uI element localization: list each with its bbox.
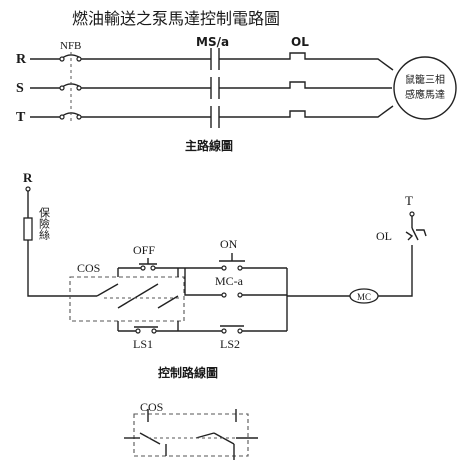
cos-detail-label: COS: [140, 400, 163, 414]
ol-label-main: OL: [291, 35, 309, 49]
phase-label-t: T: [16, 110, 26, 125]
phase-r-line: [30, 48, 394, 71]
phase-s-line: [30, 77, 392, 99]
ol-label-control: OL: [376, 229, 392, 243]
fuse-label: 保險絲: [38, 206, 51, 240]
off-label: OFF: [133, 243, 155, 257]
mc-coil: MC: [349, 288, 379, 304]
svg-text:保險絲: 保險絲: [38, 206, 51, 240]
phase-label-r: R: [16, 52, 27, 67]
control-supply-t: T: [405, 193, 413, 208]
motor-label-line1: 鼠籠三相: [405, 73, 445, 86]
on-label: ON: [220, 237, 238, 251]
ms-a-label: MS/a: [196, 35, 229, 49]
ls1-label: LS1: [133, 337, 153, 351]
phase-label-s: S: [16, 81, 24, 96]
phase-t-line: [30, 105, 394, 128]
cos-selector-switch: [76, 268, 180, 331]
main-circuit: R S T NFB MS/a OL: [16, 35, 457, 153]
ls2-label: LS2: [220, 337, 240, 351]
control-circuit: R 保險絲 COS OFF ON: [23, 170, 427, 380]
mc-a-label: MC-a: [215, 274, 244, 288]
cos-selector-box: [69, 276, 185, 322]
induction-motor: 鼠籠三相 感應馬達: [393, 56, 457, 120]
diagram-title: 燃油輸送之泵馬達控制電路圖: [72, 9, 280, 28]
fuse-symbol: [23, 217, 33, 241]
cos-label: COS: [77, 261, 100, 275]
control-supply-r: R: [23, 170, 33, 185]
mc-coil-label: MC: [357, 292, 371, 302]
main-circuit-caption: 主路線圖: [185, 138, 233, 153]
cos-detail: COS: [124, 400, 258, 460]
motor-label-line2: 感應馬達: [405, 88, 445, 101]
nfb-label: NFB: [60, 40, 81, 52]
control-circuit-caption: 控制路線圖: [158, 365, 218, 380]
